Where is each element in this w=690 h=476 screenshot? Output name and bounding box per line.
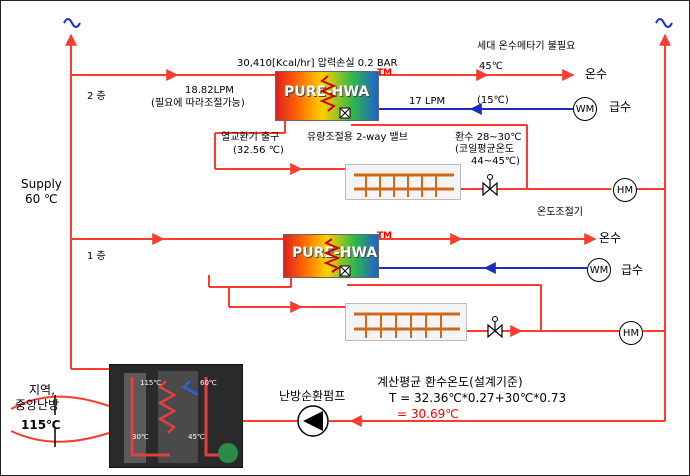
coil-icon (319, 75, 351, 119)
heater-2f: PURE-HWA TM (275, 68, 392, 121)
heater-1f: PURE-HWA TM (283, 231, 392, 278)
hot-water-1f-label: 온수 (599, 231, 622, 245)
region-heating-label-1: 지역, (29, 383, 55, 397)
pressure-loss-label: 30,410[Kcal/hr] 압력손실 0.2 BAR (237, 58, 398, 69)
calc-result-label: = 30.69℃ (397, 407, 459, 421)
unit-icon (124, 371, 238, 463)
vent-icon-left (63, 18, 81, 28)
temp-15-label: (15℃) (477, 95, 509, 106)
exchanger-outlet-temp: (32.56 ℃) (233, 145, 284, 156)
unit-temp-115: 115℃ (140, 379, 162, 387)
heat-meter-1f: HM (619, 321, 643, 345)
temp-115-label: 115℃ (21, 418, 61, 432)
household-meter-note: 세대 온수메타기 불필요 (477, 41, 576, 52)
heater-1f-title: PURE-HWA (292, 245, 378, 261)
floor-1-label: 1 층 (87, 251, 106, 262)
vent-icon-right (655, 18, 673, 28)
calc-title-label: 계산평균 환수온도(설계기준) (377, 375, 523, 389)
unit-temp-45: 45℃ (188, 433, 205, 441)
flow-note-label: (필요에 따라조절가능) (151, 98, 245, 109)
unit-temp-60: 60℃ (200, 379, 217, 387)
pump-label: 난방순환펌프 (279, 389, 346, 403)
coil-avg-label: (코일평균온도 (455, 144, 515, 155)
floor-2-label: 2 층 (87, 91, 106, 102)
valve-note-label: 유량조절용 2-way 밸브 (307, 132, 408, 143)
supply-water-1f-label: 급수 (621, 263, 644, 277)
region-heating-label-2: 중앙난방 (15, 398, 60, 412)
coil-manifold-2f (345, 164, 461, 200)
valve-icon-1f (487, 316, 503, 339)
manifold-icon (354, 312, 460, 338)
coil-manifold-1f (345, 303, 467, 341)
supply-temp-label: 60 ℃ (25, 192, 58, 206)
exchanger-outlet-label: 열교환기 출구 (221, 132, 280, 143)
coil-icon (323, 238, 351, 277)
flow-17-label: 17 LPM (409, 96, 446, 107)
calc-formula-label: T = 32.36℃*0.27+30℃*0.73 (389, 391, 567, 405)
valve-icon-2f (482, 174, 498, 197)
heat-exchanger-unit: 115℃ 60℃ 30℃ 45℃ (109, 364, 243, 468)
manifold-icon (354, 173, 454, 197)
thermostat-label: 온도조절기 (537, 207, 583, 218)
temp-45-label: 45℃ (479, 61, 503, 72)
heat-meter-2f: HM (613, 178, 637, 202)
water-meter-1f: WM (587, 258, 611, 282)
supply-water-2f-label: 급수 (609, 100, 632, 114)
supply-label: Supply (21, 177, 62, 191)
hot-water-2f-label: 온수 (585, 67, 608, 81)
water-meter-2f: WM (573, 97, 597, 121)
coil-avg-temp-label: 44~45℃) (471, 156, 520, 167)
return-temp-label: 환수 28~30℃ (455, 132, 522, 143)
trademark-mark: TM (376, 231, 392, 241)
flow-1882-label: 18.82LPM (185, 85, 234, 96)
unit-temp-30: 30℃ (132, 433, 149, 441)
trademark-mark: TM (376, 68, 392, 78)
